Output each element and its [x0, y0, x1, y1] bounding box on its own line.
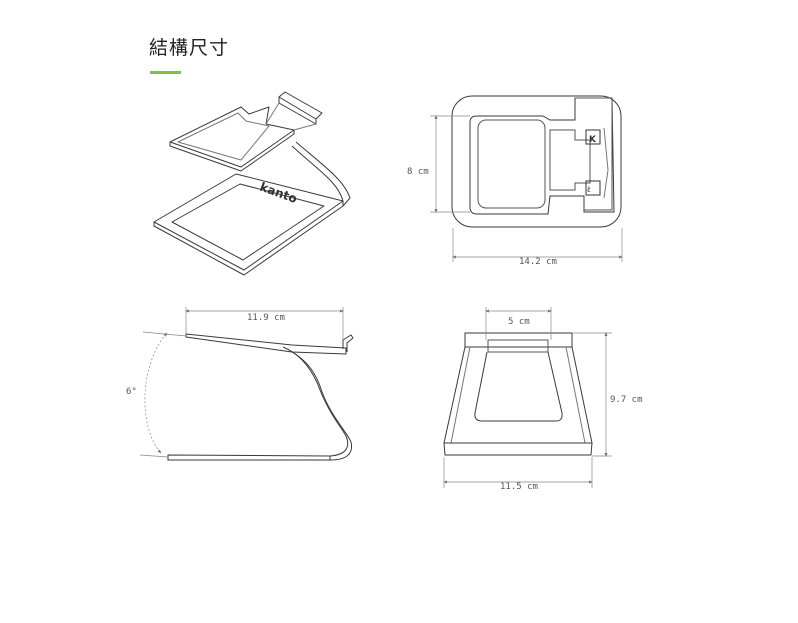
side-view-length-label: 11.9 cm	[247, 313, 285, 323]
front-view-top-width-label: 5 cm	[508, 317, 530, 327]
front-view-base-width-label: 11.5 cm	[500, 482, 538, 492]
front-view-opening	[474, 351, 563, 422]
top-view-height-dimension	[430, 114, 470, 214]
top-view-outer-plate	[451, 95, 622, 228]
iso-brand-mark: kanto	[258, 180, 299, 206]
front-view-top-width-dimension	[484, 307, 553, 340]
iso-base-plate	[153, 173, 344, 271]
iso-rear-lip	[278, 91, 323, 120]
top-view-opening	[477, 119, 546, 209]
side-view-angle-label: 6°	[126, 387, 137, 397]
top-view-width-label: 14.2 cm	[519, 257, 557, 267]
top-view	[451, 95, 622, 228]
iso-base-opening	[171, 183, 325, 261]
iso-top-plate	[169, 106, 295, 168]
front-view-height-label: 9.7 cm	[610, 395, 643, 405]
top-view-small-mark: ɛ̃	[587, 186, 591, 194]
side-view-base-plate	[167, 454, 331, 461]
top-view-height-label: 8 cm	[407, 167, 429, 177]
title-accent-bar	[150, 71, 181, 74]
side-view-angle-dimension	[139, 331, 187, 458]
top-view-k-mark: K	[589, 135, 597, 145]
front-view-body	[443, 346, 593, 456]
page-title: 結構尺寸	[149, 37, 230, 59]
front-view-base-width-dimension	[442, 457, 594, 488]
top-view-inner-frame	[469, 97, 615, 215]
side-view-length-dimension	[184, 307, 345, 340]
isometric-view	[153, 91, 351, 276]
top-view-width-dimension	[451, 228, 624, 262]
front-view-height-dimension	[573, 331, 612, 458]
side-view-rear-lip	[342, 334, 354, 352]
iso-support-arm	[291, 145, 344, 202]
front-view	[443, 332, 593, 456]
side-view	[167, 333, 354, 461]
side-view-support-arm	[282, 346, 349, 457]
side-view-top-plate	[185, 333, 347, 355]
